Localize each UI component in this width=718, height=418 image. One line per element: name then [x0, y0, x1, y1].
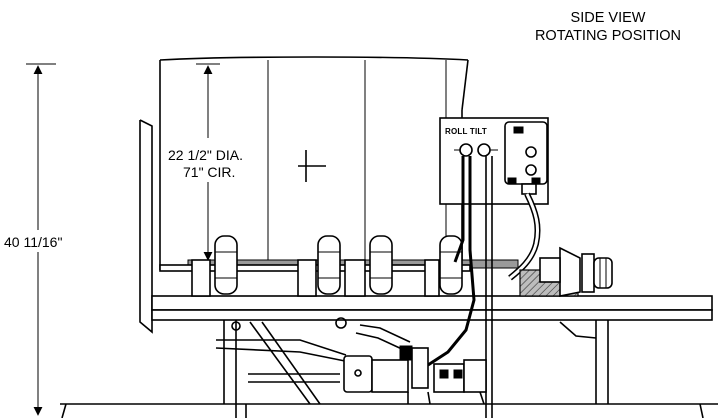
diameter-label: 22 1/2" DIA.	[166, 147, 246, 163]
control-panel	[439, 117, 549, 205]
base-rail	[60, 403, 718, 418]
circumference-label: 71" CIR.	[181, 164, 238, 180]
pump-assembly	[343, 345, 487, 405]
roller-2	[317, 235, 341, 295]
rollers	[159, 235, 471, 297]
right-mount	[519, 246, 613, 297]
roller-4	[439, 235, 463, 295]
hoses	[427, 156, 541, 418]
under-structure	[215, 317, 609, 405]
diameter-dimension-line	[196, 63, 220, 261]
height-dimension-line	[26, 63, 56, 416]
roll-tilt-label: ROLL TILT	[445, 127, 487, 136]
height-label: 40 11/16"	[2, 234, 65, 250]
view-title-line-2: ROTATING POSITION	[534, 28, 682, 44]
view-title-line-1: SIDE VIEW	[570, 10, 646, 26]
roller-3	[369, 235, 393, 295]
roller-1	[214, 235, 238, 295]
